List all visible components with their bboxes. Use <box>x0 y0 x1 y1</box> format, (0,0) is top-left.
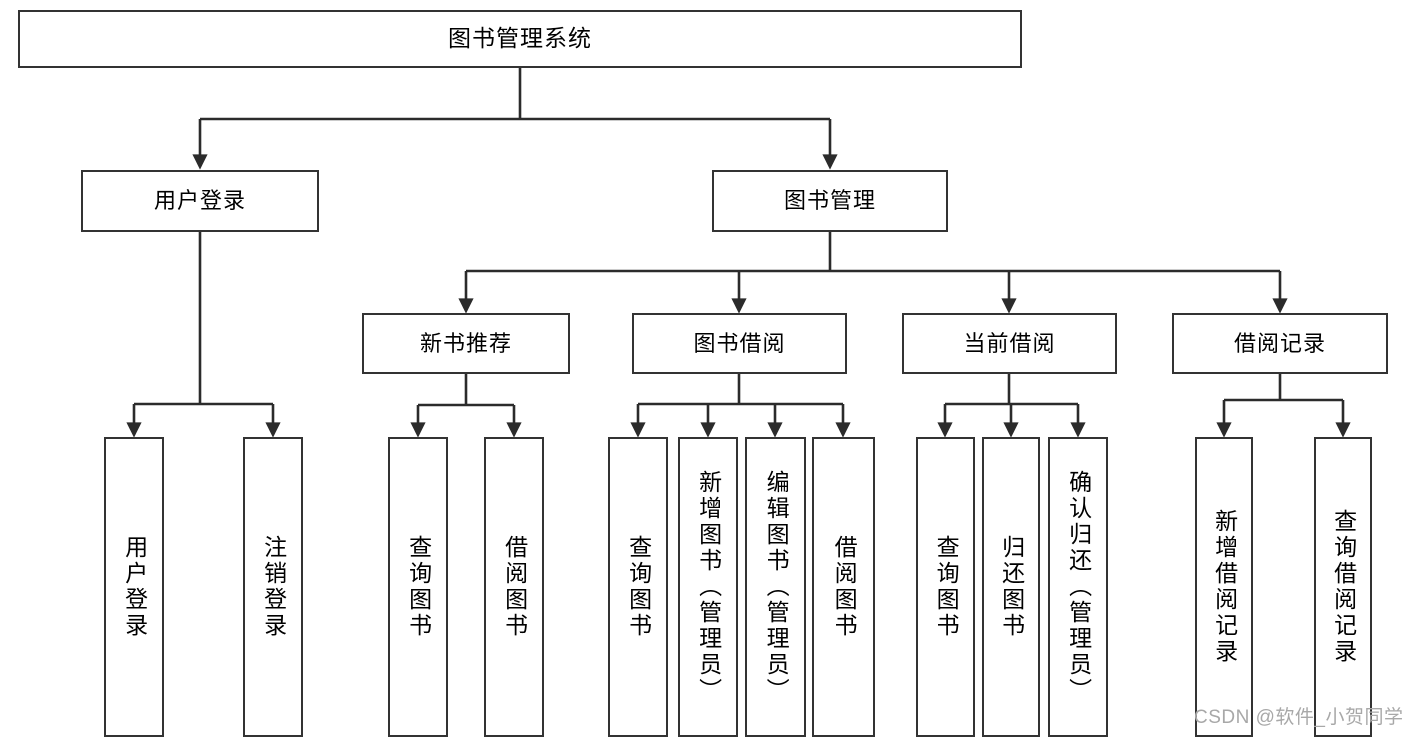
node-leaf-add-borrow-record[interactable]: 新增借阅记录 <box>1195 437 1253 737</box>
node-label: 查询图书 <box>933 535 960 639</box>
node-leaf-borrow-book[interactable]: 借阅图书 <box>812 437 875 737</box>
node-new-book-recommend[interactable]: 新书推荐 <box>362 313 570 374</box>
node-current-borrow[interactable]: 当前借阅 <box>902 313 1117 374</box>
node-borrow-record[interactable]: 借阅记录 <box>1172 313 1388 374</box>
node-label: 确认归还（管理员） <box>1065 470 1092 704</box>
node-label: 查询图书 <box>625 535 652 639</box>
node-label: 查询借阅记录 <box>1330 509 1357 665</box>
node-label: 借阅图书 <box>501 535 528 639</box>
node-label: 用户登录 <box>153 188 246 214</box>
node-leaf-query-book-borrow[interactable]: 查询图书 <box>608 437 668 737</box>
node-book-management[interactable]: 图书管理 <box>712 170 948 232</box>
node-label: 借阅图书 <box>831 535 858 639</box>
node-leaf-return-book[interactable]: 归还图书 <box>982 437 1040 737</box>
node-user-login[interactable]: 用户登录 <box>81 170 319 232</box>
node-leaf-user-login[interactable]: 用户登录 <box>104 437 164 737</box>
node-label: 查询图书 <box>405 535 432 639</box>
node-leaf-query-borrow-record[interactable]: 查询借阅记录 <box>1314 437 1372 737</box>
node-leaf-query-book-current[interactable]: 查询图书 <box>916 437 975 737</box>
node-leaf-confirm-return-admin[interactable]: 确认归还（管理员） <box>1048 437 1108 737</box>
node-leaf-user-logout[interactable]: 注销登录 <box>243 437 303 737</box>
node-label: 图书借阅 <box>693 330 786 356</box>
node-label: 编辑图书（管理员） <box>763 470 790 704</box>
node-leaf-add-book-admin[interactable]: 新增图书（管理员） <box>678 437 738 737</box>
csdn-watermark: CSDN @软件_小贺同学 <box>1194 707 1404 728</box>
node-leaf-borrow-book-recommend[interactable]: 借阅图书 <box>484 437 544 737</box>
node-leaf-query-book-recommend[interactable]: 查询图书 <box>388 437 448 737</box>
node-label: 注销登录 <box>260 535 287 639</box>
node-label: 借阅记录 <box>1233 330 1326 356</box>
node-label: 归还图书 <box>998 535 1025 639</box>
node-label: 当前借阅 <box>963 330 1056 356</box>
node-label: 新增借阅记录 <box>1211 509 1238 665</box>
node-label: 图书管理系统 <box>448 25 592 52</box>
node-leaf-edit-book-admin[interactable]: 编辑图书（管理员） <box>745 437 806 737</box>
node-root-book-management-system[interactable]: 图书管理系统 <box>18 10 1022 68</box>
node-label: 新书推荐 <box>419 330 512 356</box>
node-label: 用户登录 <box>121 535 148 639</box>
node-label: 新增图书（管理员） <box>695 470 722 704</box>
node-label: 图书管理 <box>783 188 876 214</box>
node-book-borrow[interactable]: 图书借阅 <box>632 313 847 374</box>
